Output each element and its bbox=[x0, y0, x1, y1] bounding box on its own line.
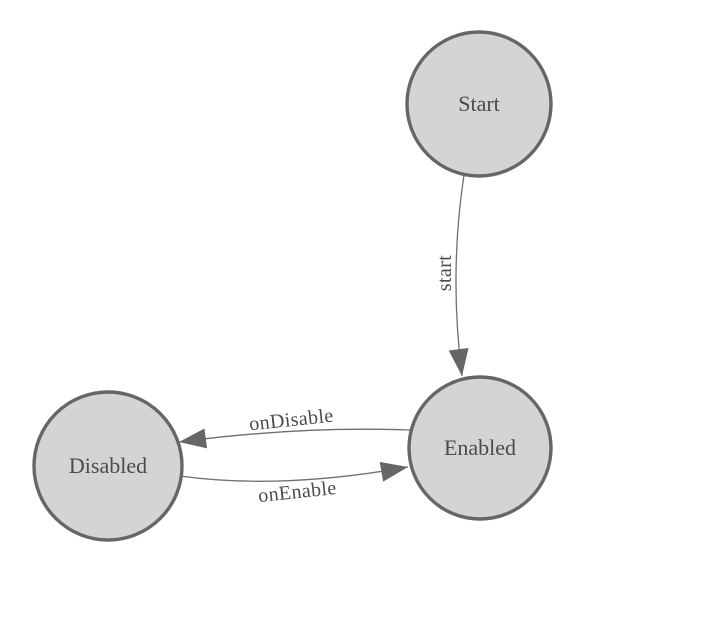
edge-enabled-to-disabled bbox=[178, 428, 411, 449]
edge-start-to-enabled bbox=[448, 174, 469, 377]
edge-disabled-to-enabled bbox=[179, 461, 409, 482]
node-label-enabled: Enabled bbox=[444, 435, 516, 460]
node-disabled[interactable] bbox=[32, 390, 184, 542]
edge-label-ondisable: onDisable bbox=[248, 405, 335, 436]
node-label-start: Start bbox=[458, 91, 500, 116]
edge-label-start: start bbox=[434, 255, 456, 291]
node-start[interactable] bbox=[405, 30, 553, 178]
node-label-disabled: Disabled bbox=[69, 453, 147, 478]
node-enabled[interactable] bbox=[407, 375, 553, 521]
